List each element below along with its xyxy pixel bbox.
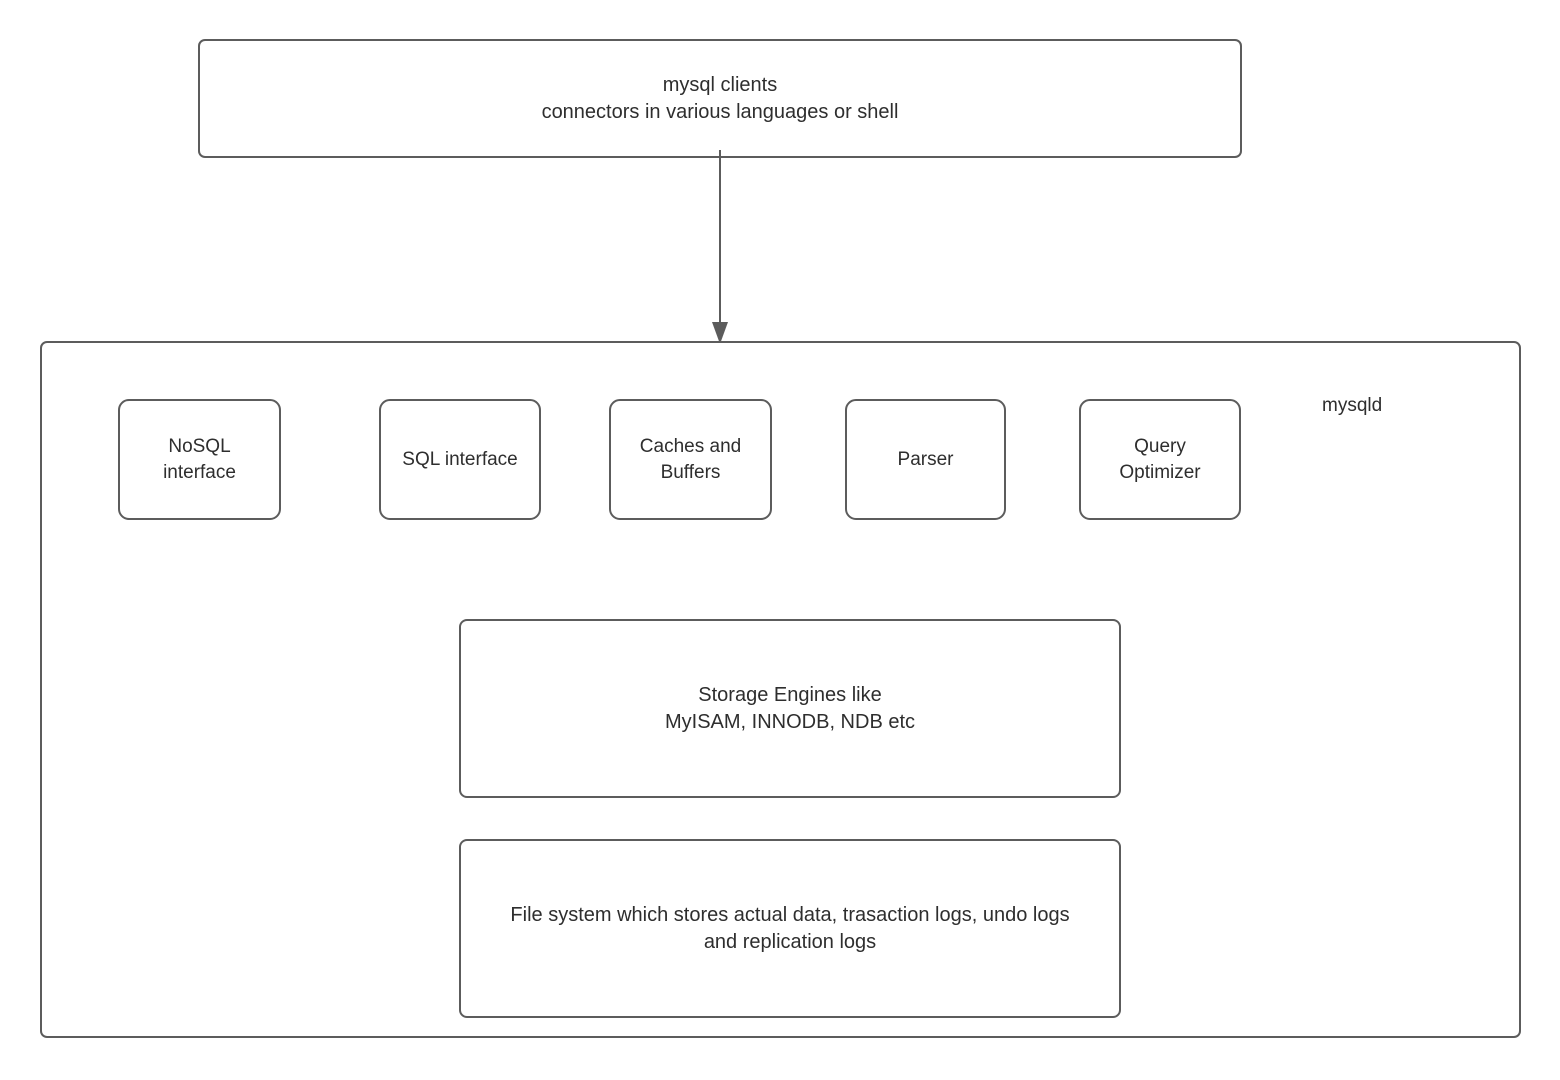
caches-and-buffers-label: Caches and Buffers xyxy=(639,435,742,483)
sql-interface-label: SQL interface xyxy=(402,448,518,470)
mysql-clients-label: mysql clients connectors in various lang… xyxy=(541,73,899,123)
nosql-interface-label: NoSQL interface xyxy=(163,435,236,483)
parser-label: Parser xyxy=(897,448,954,470)
mysqld-label: mysqld xyxy=(1322,395,1383,416)
file-system-box[interactable]: File system which stores actual data, tr… xyxy=(459,839,1121,1018)
sql-interface-box[interactable]: SQL interface xyxy=(379,399,541,520)
nosql-interface-box[interactable]: NoSQL interface xyxy=(118,399,281,520)
caches-and-buffers-box[interactable]: Caches and Buffers xyxy=(609,399,772,520)
storage-engines-box[interactable]: Storage Engines like MyISAM, INNODB, NDB… xyxy=(459,619,1121,798)
parser-box[interactable]: Parser xyxy=(845,399,1006,520)
mysql-clients-box[interactable]: mysql clients connectors in various lang… xyxy=(198,39,1242,158)
query-optimizer-box[interactable]: Query Optimizer xyxy=(1079,399,1241,520)
storage-engines-label: Storage Engines like MyISAM, INNODB, NDB… xyxy=(664,683,916,733)
file-system-label: File system which stores actual data, tr… xyxy=(510,903,1070,953)
query-optimizer-label: Query Optimizer xyxy=(1119,435,1201,483)
clients-to-mysqld-arrow-icon xyxy=(712,150,728,344)
